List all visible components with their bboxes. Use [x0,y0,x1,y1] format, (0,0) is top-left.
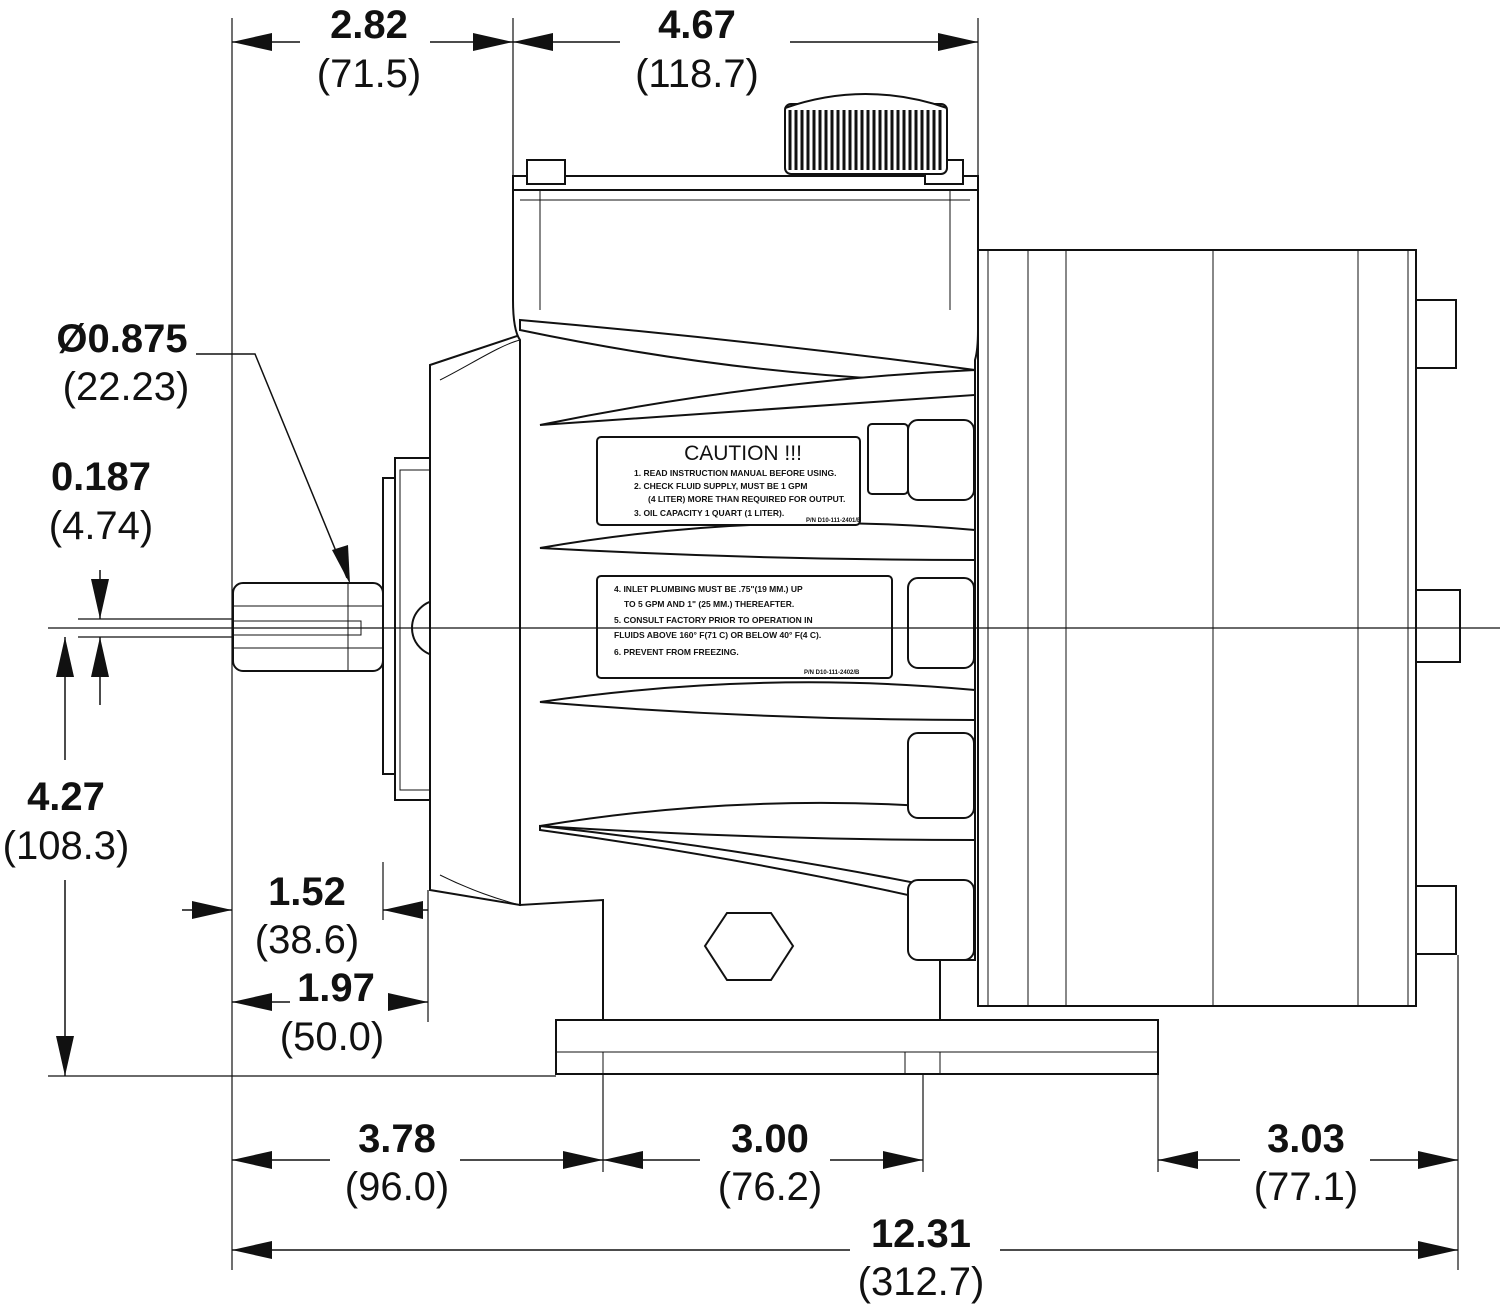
bell-housing [429,333,521,907]
caution-part-number: P/N D10-111-2401/B [806,518,862,524]
extension-lines [48,18,1459,1270]
dim-overall-length-inch: 12.31 [871,1212,971,1256]
oil-cap [784,93,948,175]
side-ports [867,419,975,961]
dim-base-to-end-inch: 3.03 [1267,1117,1345,1161]
dim-2-82-mm: (71.5) [317,52,422,96]
notice-part-number: P/N D10-111-2402/B [804,670,860,676]
head-bolt-middle [1415,589,1461,663]
dim-4-67-mm: (118.7) [635,52,759,96]
dim-shaft-to-flange-inch: 1.97 [297,966,375,1010]
dim-shaft-length-mm: (38.6) [255,918,360,962]
dim-shaft-length-inch: 1.52 [268,870,346,914]
pump-outline [232,93,1461,1075]
base-plate [555,1019,1159,1075]
caution-line-2: 2. CHECK FLUID SUPPLY, MUST BE 1 GPM [634,481,808,491]
dim-base-slots-mm: (76.2) [718,1165,823,1209]
caution-line-1: 1. READ INSTRUCTION MANUAL BEFORE USING. [634,468,836,478]
dim-shaft-height-mm: (108.3) [3,824,130,868]
dim-key-width-mm: (4.74) [49,504,154,548]
dim-shaft-to-base-inch: 3.78 [358,1117,436,1161]
caution-line-4: 3. OIL CAPACITY 1 QUART (1 LITER). [634,508,784,518]
dim-overall-length-mm: (312.7) [858,1260,985,1304]
dimension-labels: 2.82 (71.5) 4.67 (118.7) Ø0.875 (22.23) … [3,3,1359,1304]
notice-line-3: 5. CONSULT FACTORY PRIOR TO OPERATION IN [614,615,813,625]
dim-shaft-diameter-inch: Ø0.875 [56,317,187,361]
dim-shaft-to-base-mm: (96.0) [345,1165,450,1209]
dim-shaft-height-inch: 4.27 [27,775,105,819]
notice-line-2: TO 5 GPM AND 1" (25 MM.) THEREAFTER. [624,599,794,609]
head-bolt-bottom [1415,885,1457,955]
notice-line-4: FLUIDS ABOVE 160° F(71 C) OR BELOW 40° F… [614,630,821,640]
drain-plug [703,912,795,981]
head-bolt-top [1415,299,1457,369]
cooling-fins [519,318,976,912]
caution-line-3: (4 LITER) MORE THAN REQUIRED FOR OUTPUT. [648,494,845,504]
notice-line-5: 6. PREVENT FROM FREEZING. [614,647,739,657]
dim-key-width-inch: 0.187 [51,455,151,499]
dim-4-67-inch: 4.67 [658,3,736,47]
caution-title: CAUTION !!! [684,442,802,465]
dim-shaft-to-flange-mm: (50.0) [280,1015,385,1059]
dimension-arrows [56,33,1458,1259]
notice-label: 4. INLET PLUMBING MUST BE .75"(19 MM.) U… [596,575,893,679]
dim-base-slots-inch: 3.00 [731,1117,809,1161]
notice-line-1: 4. INLET PLUMBING MUST BE .75"(19 MM.) U… [614,584,803,594]
dim-shaft-diameter-mm: (22.23) [63,365,190,409]
caution-label: CAUTION !!! 1. READ INSTRUCTION MANUAL B… [596,436,862,526]
top-lug-left [526,159,566,185]
dim-base-to-end-mm: (77.1) [1254,1165,1359,1209]
dim-2-82-inch: 2.82 [330,3,408,47]
